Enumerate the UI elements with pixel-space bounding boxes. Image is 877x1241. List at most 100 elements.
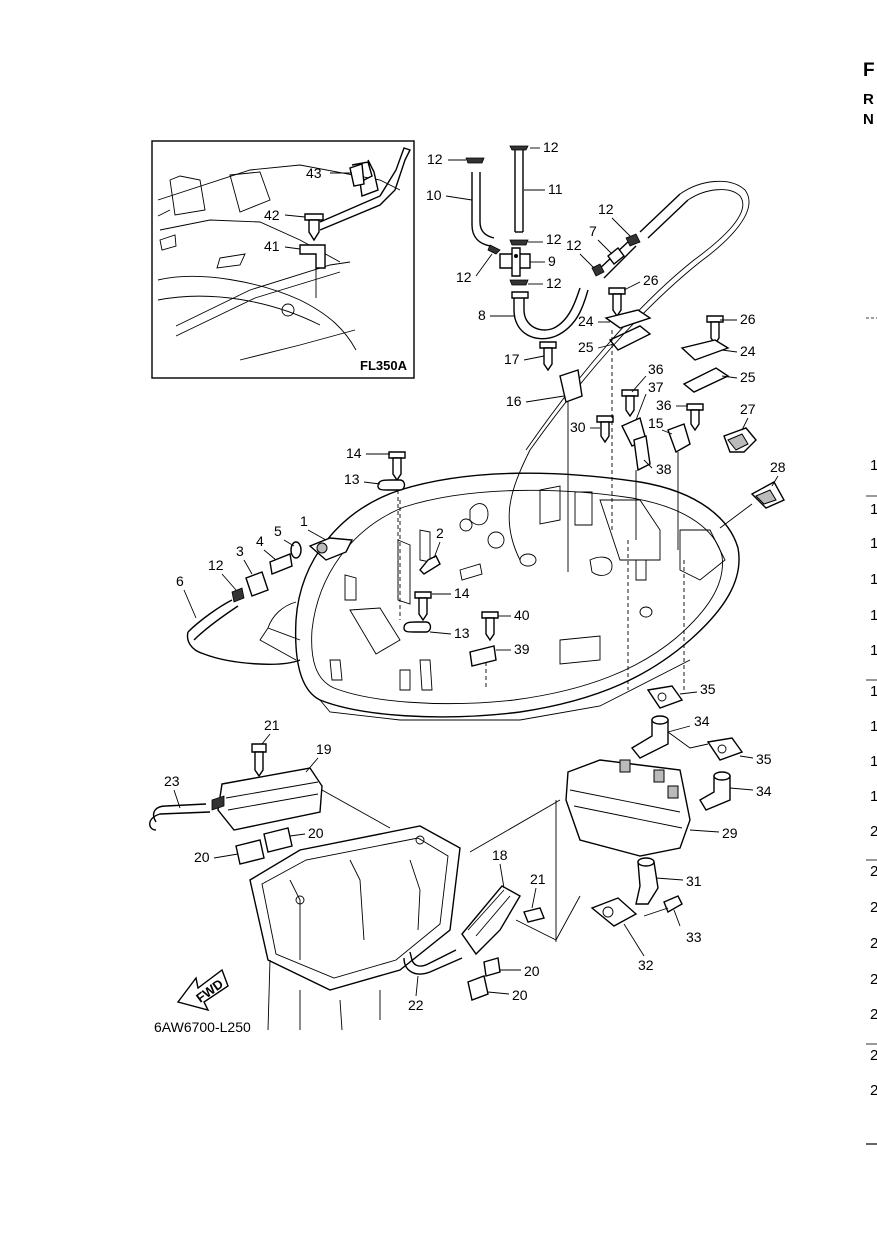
callout-8: 8 [478,307,486,323]
callout-31: 31 [686,873,702,889]
gasket-25-b [682,367,730,393]
grommet-1 [308,537,354,561]
grommet-20-b [235,839,265,865]
callout-30: 30 [570,419,586,435]
bolt-40 [481,611,499,642]
callout-13: 13 [344,471,360,487]
edge-num: 1 [870,457,877,474]
edge-num: 1 [870,683,877,700]
callout-23: 23 [164,773,180,789]
callout-28: 28 [770,459,786,475]
callout-12: 12 [427,151,443,167]
callout-18: 18 [492,847,508,863]
callout-21: 21 [264,717,280,733]
callout-35: 35 [700,681,716,697]
screw-42 [304,213,324,242]
edge-num: 1 [870,571,877,588]
muffler-29 [565,759,691,857]
callout-32: 32 [638,957,654,973]
clip-12-top [509,145,529,151]
clamp-15 [667,423,691,454]
callout-13: 13 [454,625,470,641]
callout-27: 27 [740,401,756,417]
inset-detail-panel: 43 42 41 FL350A [151,140,415,379]
lower-tray [249,825,461,1031]
holder-24-a [604,309,652,329]
edge-num: 1 [870,642,877,659]
callout-26: 26 [740,311,756,327]
callout-29: 29 [722,825,738,841]
screw-36-b [686,403,704,432]
callout-20: 20 [512,987,528,1003]
callout-37: 37 [648,379,664,395]
callout-17: 17 [504,351,520,367]
screw-26-a [608,287,626,318]
hose-8 [513,287,589,340]
callout-40: 40 [514,607,530,623]
edge-num: 1 [870,535,877,552]
callout-36: 36 [656,397,672,413]
screw-30 [596,415,614,444]
callout-38: 38 [656,461,672,477]
edge-num: 1 [870,501,877,518]
fuel-line-loop [508,180,750,561]
edge-num: 2 [870,863,877,880]
callout-5: 5 [274,523,282,539]
screw-26-b [706,315,724,346]
screw-21-a [251,743,267,778]
inset-code: FL350A [360,358,408,373]
edge-num: 2 [870,971,877,988]
callout-14: 14 [454,585,470,601]
callout-20: 20 [308,825,324,841]
edge-num: 2 [870,1006,877,1023]
callout-43: 43 [306,165,322,181]
edge-sub-2: N [863,111,874,128]
housing-19 [211,767,323,831]
callout-36: 36 [648,361,664,377]
screw-14-a [388,451,406,482]
nut-3 [245,571,269,597]
callout-24: 24 [578,313,594,329]
callout-24: 24 [740,343,756,359]
callout-15: 15 [648,415,664,431]
callout-19: 19 [316,741,332,757]
plug-13-b [403,621,432,633]
gasket-35-b [706,737,744,761]
grommet-20-c [483,957,501,977]
edge-num: 1 [870,753,877,770]
callout-41: 41 [264,238,280,254]
callout-7: 7 [589,223,597,239]
hose-23 [149,803,211,831]
holder-24-b [680,339,730,361]
edge-heading: F [863,60,875,81]
clamp-16 [559,369,583,403]
callout-12: 12 [546,275,562,291]
edge-num: 2 [870,1047,877,1064]
edge-num: 1 [870,788,877,805]
callout-12: 12 [543,139,559,155]
screw-33 [663,895,683,914]
callouts: 12 12 10 11 12 12 9 12 8 12 7 12 26 24 2… [164,139,786,1013]
edge-num: 2 [870,899,877,916]
callout-11: 11 [548,181,563,197]
pipe-4 [269,553,293,575]
elbow-34-b [699,775,731,811]
callout-35: 35 [756,751,772,767]
callout-34: 34 [694,713,710,729]
elbow-31 [635,861,659,905]
clip-12-left [465,157,485,164]
callout-14: 14 [346,445,362,461]
holder-38 [633,435,651,472]
hose-10 [471,172,495,247]
edge-num: 2 [870,935,877,952]
right-edge-cropped-text: F R N 1 1 1 1 1 1 1 1 1 1 2 2 2 2 2 2 2 … [863,60,877,1145]
screw-36-a [621,389,639,418]
clip-12-mid [509,239,529,246]
clip-12-left-front [231,587,245,603]
callout-20: 20 [194,849,210,865]
edge-num: 2 [870,823,877,840]
bottom-cowling-1 [259,472,740,721]
plug-13-a [377,479,406,491]
callout-12: 12 [208,557,224,573]
clamp-39 [469,645,497,667]
